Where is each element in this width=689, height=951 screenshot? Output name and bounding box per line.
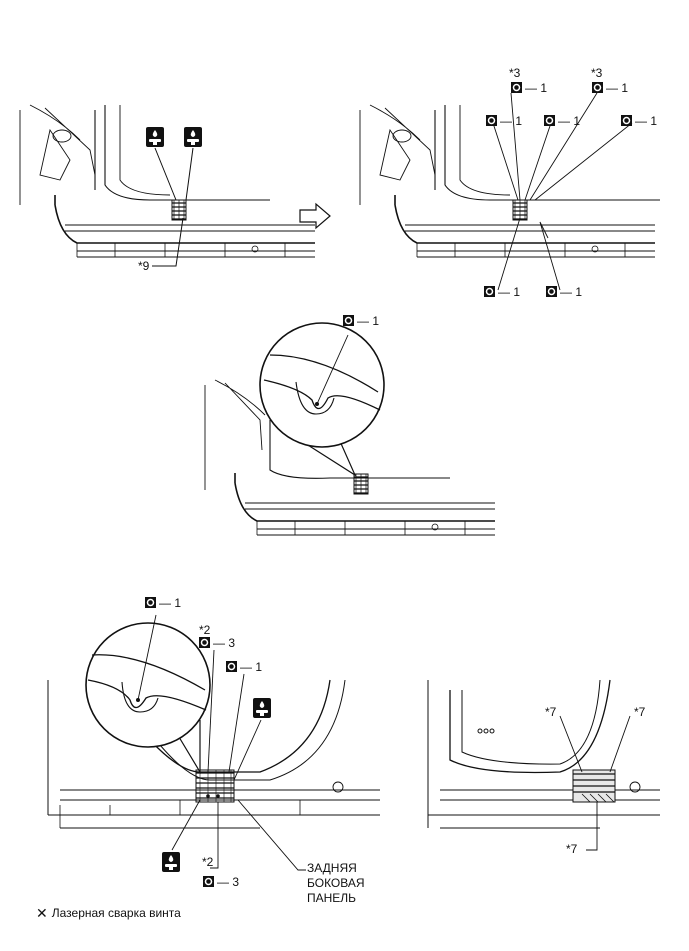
callout-spot-bl: — 1 (498, 285, 520, 299)
welding-torch-icon (184, 127, 202, 147)
figure-1-before: *9 (19, 104, 316, 273)
spot-weld-symbol-icon (591, 81, 604, 94)
callout-star2-top: *2 (199, 623, 211, 637)
callout-star7-bottom: *7 (566, 842, 578, 856)
callout-spot-star2-bottom: — 3 (217, 875, 239, 889)
figure-4-rear-side-panel: — 1 *2 — 3 — 1 *2 — 3 ЗАДНЯЯ БОКОВАЯ ПАН… (47, 596, 380, 905)
callout-spot-top: — 1 (159, 596, 181, 610)
spot-weld-symbol-icon (483, 285, 496, 298)
callout-spot-a: — 1 (525, 81, 547, 95)
spot-weld-symbol-icon (545, 285, 558, 298)
callout-spot-right: — 1 (240, 660, 262, 674)
callout-star9: *9 (138, 259, 150, 273)
spot-weld-symbol-icon (620, 114, 633, 127)
panel-label-line3: ПАНЕЛЬ (307, 891, 356, 905)
spot-weld-symbol-icon (198, 636, 211, 649)
laser-screw-weld-symbol-icon: ✕ (36, 905, 48, 921)
callout-star7-left: *7 (545, 705, 557, 719)
callout-spot-b: — 1 (606, 81, 628, 95)
spot-weld-symbol-icon (543, 114, 556, 127)
spot-weld-symbol-icon (202, 875, 215, 888)
legend-text: Лазерная сварка винта (51, 906, 181, 920)
spot-weld-symbol-icon (510, 81, 523, 94)
callout-spot-e: — 1 (635, 114, 657, 128)
welding-torch-icon (162, 852, 180, 872)
callout-spot: — 1 (357, 314, 379, 328)
callout-spot-d: — 1 (558, 114, 580, 128)
legend: ✕ Лазерная сварка винта (36, 906, 181, 920)
panel-label-line1: ЗАДНЯЯ (307, 861, 357, 875)
spot-weld-symbol-icon (225, 660, 238, 673)
callout-star7-right: *7 (634, 705, 646, 719)
figure-5-cut-location: *7 *7 *7 (427, 679, 660, 856)
callout-star3-right: *3 (591, 66, 603, 80)
spot-weld-symbol-icon (485, 114, 498, 127)
figure-3-detail: — 1 (204, 314, 496, 536)
next-step-arrow-icon (299, 202, 331, 230)
panel-label-line2: БОКОВАЯ (307, 876, 365, 890)
figure-2-after: *3 *3 — 1 — 1 — 1 — 1 — 1 — 1 — 1 (359, 66, 660, 299)
callout-spot-c: — 1 (500, 114, 522, 128)
spot-weld-symbol-icon (144, 596, 157, 609)
callout-spot-br: — 1 (560, 285, 582, 299)
callout-star2-bottom: *2 (202, 855, 214, 869)
spot-weld-symbol-icon (342, 314, 355, 327)
callout-spot-star2-top: — 3 (213, 636, 235, 650)
welding-torch-icon (146, 127, 164, 147)
welding-torch-icon (253, 698, 271, 718)
callout-star3-left: *3 (509, 66, 521, 80)
